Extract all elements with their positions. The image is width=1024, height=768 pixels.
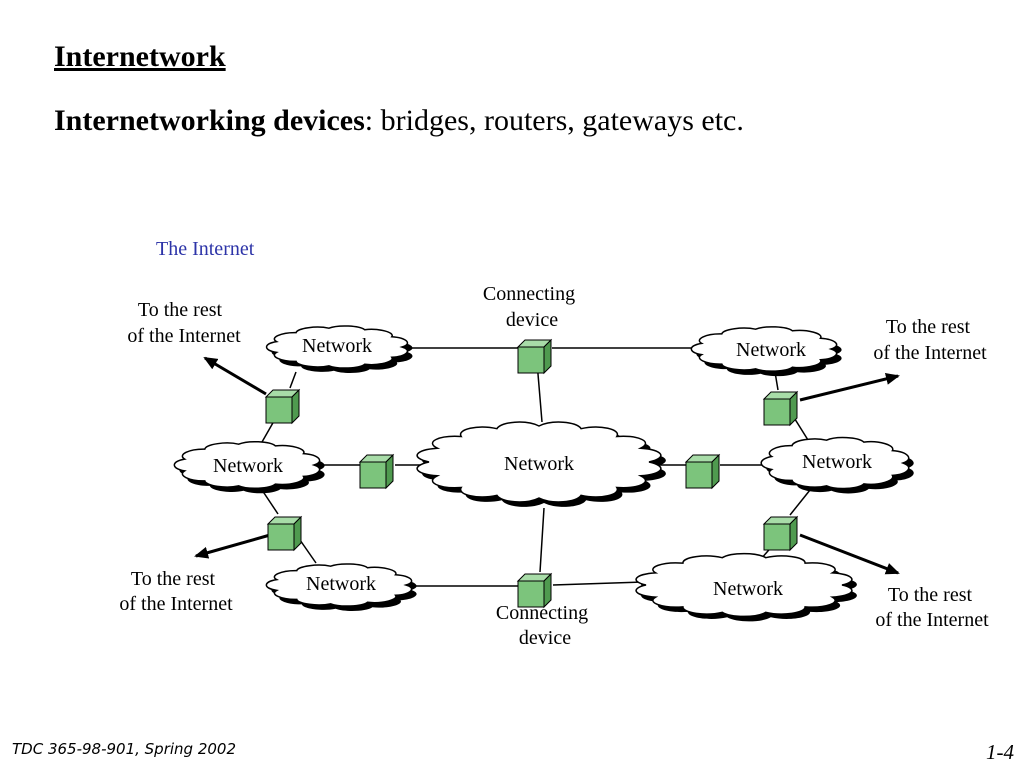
diagram-caption: The Internet: [156, 238, 255, 260]
devices: [264, 338, 799, 609]
footer-page-number: 1-4: [986, 740, 1014, 764]
clouds: [173, 325, 914, 622]
arrows: [194, 356, 900, 575]
connecting-device-top: [516, 338, 553, 375]
footer-course: TDC 365-98-901, Spring 2002: [12, 740, 237, 758]
arrow-top-left: [203, 356, 267, 396]
arrow-top-right: [799, 373, 900, 402]
link: [299, 539, 317, 564]
connecting-device-middle-right: [684, 453, 721, 490]
cloud-center: [416, 421, 666, 507]
connecting-device-label-bottom-line1: Connecting: [496, 602, 588, 624]
connecting-device-middle-left: [358, 453, 395, 490]
rest-label-top-right-line2: of the Internet: [873, 342, 987, 364]
rest-label-bottom-left-line2: of the Internet: [119, 593, 233, 615]
cloud-middle-right: [760, 436, 914, 494]
rest-label-top-left-line2: of the Internet: [127, 325, 241, 347]
link: [289, 371, 297, 389]
network-label: Network: [713, 578, 783, 600]
cloud-top-right: [690, 326, 842, 377]
link: [789, 489, 811, 516]
slide-title: Internetwork: [54, 40, 226, 73]
link: [261, 489, 279, 515]
cloud-top-left: [265, 325, 413, 374]
rest-label-bottom-right-line2: of the Internet: [875, 609, 989, 631]
slide-subtitle: Internetworking devices: bridges, router…: [54, 104, 744, 138]
network-label: Network: [504, 453, 574, 475]
network-label: Network: [306, 573, 376, 595]
connecting-device-label-bottom-line2: device: [519, 627, 571, 649]
network-label: Network: [213, 455, 283, 477]
subtitle-rest: : bridges, routers, gateways etc.: [364, 104, 744, 137]
rest-label-bottom-left-line1: To the rest: [131, 568, 216, 590]
network-labels: Network Network Network Network Network …: [213, 335, 872, 600]
arrow-bottom-right: [799, 533, 900, 575]
link: [552, 581, 643, 586]
network-label: Network: [302, 335, 372, 357]
connecting-device-label-top-line2: device: [506, 309, 558, 331]
cloud-bottom-left: [265, 563, 417, 612]
rest-label-bottom-right-line1: To the rest: [888, 584, 973, 606]
rest-label-top-left-line1: To the rest: [138, 299, 223, 321]
connecting-device-top-right: [762, 390, 799, 427]
connecting-device-label-top-line1: Connecting: [483, 283, 575, 305]
network-label: Network: [736, 339, 806, 361]
connecting-device-bottom-right: [762, 515, 799, 552]
arrow-bottom-left: [194, 533, 271, 559]
connecting-device-bottom: [516, 572, 553, 609]
rest-label-top-right-line1: To the rest: [886, 316, 971, 338]
connecting-device-top-left: [264, 388, 301, 425]
network-label: Network: [802, 451, 872, 473]
cloud-bottom-right: [635, 552, 857, 622]
cloud-middle-left: [173, 440, 325, 494]
subtitle-bold: Internetworking devices: [54, 104, 365, 137]
link: [539, 507, 545, 573]
connecting-device-bottom-left: [266, 515, 303, 552]
